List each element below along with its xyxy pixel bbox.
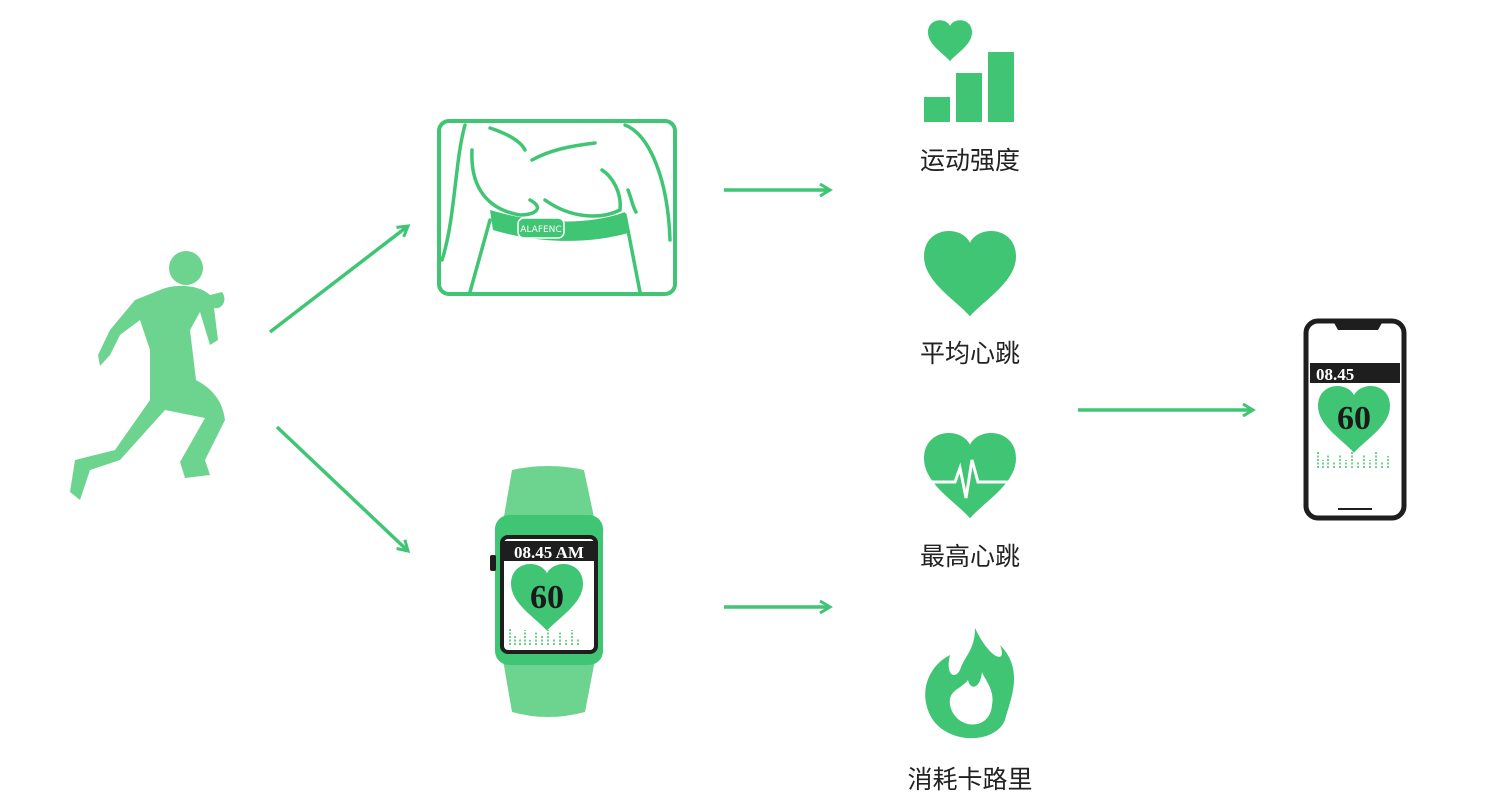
strap-brand: ALAFENC xyxy=(520,225,561,235)
metric-label: 消耗卡路里 xyxy=(907,765,1032,794)
watch-heart-rate: 60 xyxy=(530,579,564,616)
flame-icon xyxy=(925,628,1015,739)
watch-time: 08.45 AM xyxy=(514,543,584,562)
heart-ecg-icon xyxy=(924,432,1016,519)
metric-label: 运动强度 xyxy=(920,146,1020,175)
metric-calories: 消耗卡路里 xyxy=(907,628,1033,794)
arrow-runner-to-watch xyxy=(275,425,408,551)
metric-label: 平均心跳 xyxy=(920,339,1020,368)
phone-time: 08.45 xyxy=(1316,365,1354,384)
watch-equalizer-icon xyxy=(509,628,579,645)
phone-equalizer-icon xyxy=(1317,452,1389,468)
smartphone-illustration: 08.45 60 xyxy=(1303,318,1407,521)
metric-intensity: 运动强度 xyxy=(920,20,1020,175)
smartwatch-illustration: 08.45 AM 60 xyxy=(490,466,603,717)
metric-max-heart-rate: 最高心跳 xyxy=(920,432,1020,571)
runner-icon xyxy=(70,251,225,500)
phone-heart-rate: 60 xyxy=(1337,400,1371,437)
metric-average-heart-rate: 平均心跳 xyxy=(920,230,1020,368)
arrow-runner-to-strap xyxy=(268,226,408,334)
chest-strap-illustration: ALAFENC xyxy=(437,119,677,296)
heart-icon xyxy=(924,230,1016,317)
intensity-bars-heart-icon xyxy=(924,20,1014,122)
metric-label: 最高心跳 xyxy=(920,542,1020,571)
